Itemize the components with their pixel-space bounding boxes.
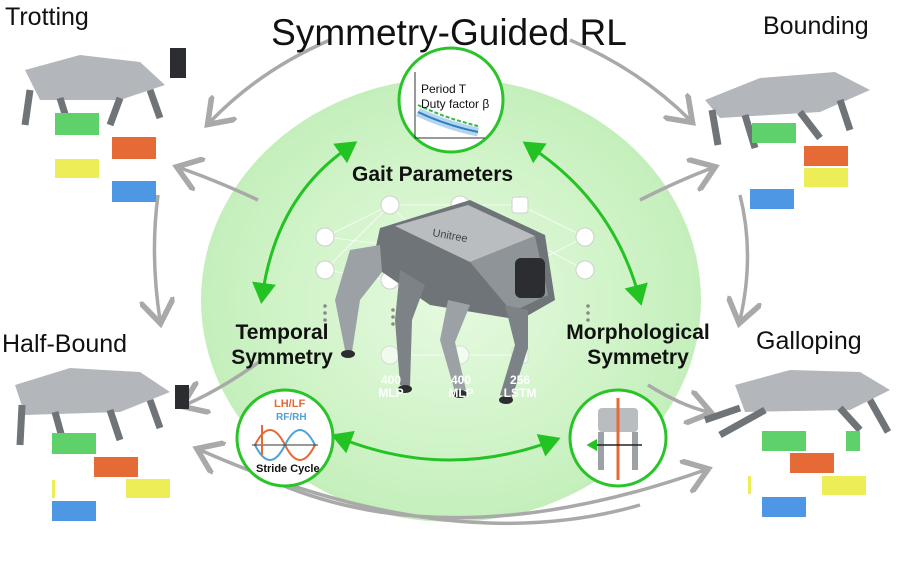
arrow-right-vertical — [740, 194, 748, 320]
arrow-top-right — [569, 38, 690, 120]
arrow-bottom-right — [269, 470, 705, 520]
network-layer1-type: MLP — [378, 386, 404, 400]
stride-legs-bottom: RF/RH — [276, 412, 307, 423]
arrow-top-left — [210, 38, 331, 122]
gait-label-half-bound: Half-Bound — [2, 330, 128, 358]
duty-factor-label: Duty factor β — [421, 97, 490, 111]
morphological-symmetry-line1: Morphological — [566, 321, 710, 344]
footsteps-half-bound — [52, 433, 170, 521]
symmetry-arrows — [252, 141, 648, 462]
arrow-inner-left-bottom — [185, 358, 264, 405]
period-label: Period T — [421, 82, 467, 96]
network-layer3-type: LSTM — [503, 386, 537, 400]
stride-cycle-inset — [235, 388, 335, 488]
footsteps-galloping — [748, 431, 866, 517]
robot-trotting — [21, 48, 186, 132]
network-layer1-label: 400 MLP — [377, 374, 405, 400]
arrow-left-vertical — [154, 194, 160, 320]
network-layer1-size: 400 — [380, 373, 402, 387]
gait-label-bounding: Bounding — [763, 12, 869, 40]
robot-galloping — [703, 370, 892, 439]
morph-symmetry-inset — [568, 388, 668, 488]
arrow-gait-morph — [522, 141, 648, 306]
footsteps-trotting — [55, 113, 156, 202]
network-layer2-type: MLP — [448, 386, 474, 400]
gait-label-trotting: Trotting — [5, 3, 89, 31]
network-layer2-label: 400 MLP — [447, 374, 475, 400]
footsteps-bounding — [750, 123, 848, 209]
robot-half-bound — [15, 368, 189, 449]
arrow-gait-temporal — [252, 141, 358, 304]
gait-parameter-inset — [397, 46, 505, 154]
morphological-symmetry-label: Morphological Symmetry — [548, 320, 728, 370]
arrow-temporal-morph — [330, 430, 561, 462]
network-layer3-size: 256 — [509, 373, 531, 387]
stride-cycle-caption: Stride Cycle — [256, 463, 320, 475]
figure-title: Symmetry-Guided RL — [271, 12, 627, 53]
temporal-symmetry-line1: Temporal — [235, 321, 329, 344]
robot-bounding — [705, 72, 870, 150]
gait-parameters-label: Gait Parameters — [352, 163, 514, 186]
temporal-symmetry-line2: Symmetry — [231, 346, 333, 369]
temporal-symmetry-label: Temporal Symmetry — [212, 320, 352, 370]
morphological-symmetry-line2: Symmetry — [587, 346, 689, 369]
arrow-inner-right-bottom — [647, 383, 708, 412]
arrow-inner-left-top — [180, 168, 259, 202]
network-layer2-size: 400 — [450, 373, 472, 387]
network-layer3-label: 256 LSTM — [502, 374, 538, 400]
gait-label-galloping: Galloping — [756, 327, 862, 355]
stride-legs-top: LH/LF — [274, 398, 306, 410]
